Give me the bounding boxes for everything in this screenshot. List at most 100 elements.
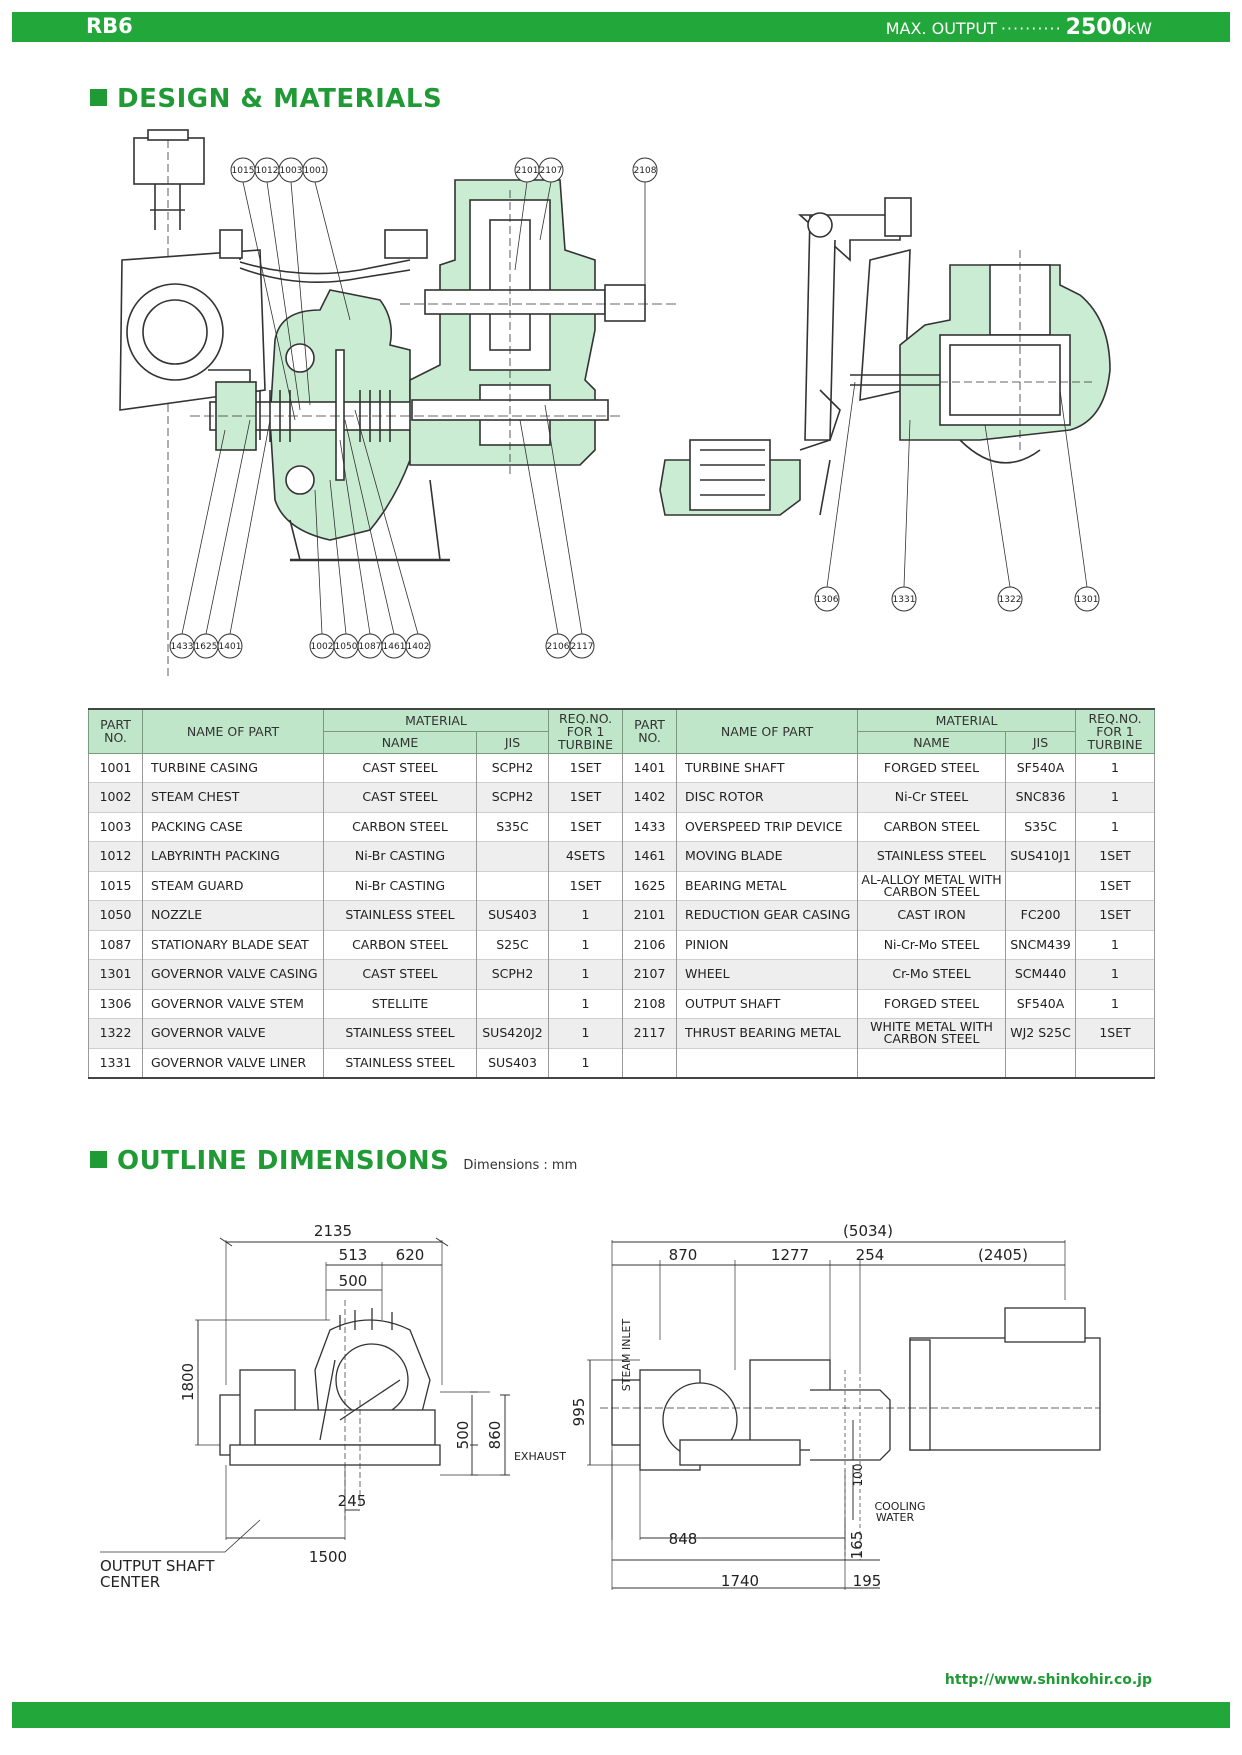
- section-design: DESIGN & MATERIALS: [90, 84, 442, 114]
- dim-848: 848: [669, 1530, 698, 1548]
- cell-name: TURBINE SHAFT: [676, 753, 859, 783]
- cell-jis: SCPH2: [475, 959, 550, 989]
- cell-jis: [1005, 1048, 1077, 1078]
- cell-no: 1003: [88, 812, 143, 842]
- cell-name: STATIONARY BLADE SEAT: [142, 930, 324, 960]
- cell-req: 1SET: [1075, 900, 1156, 930]
- cell-req: 4SETS: [548, 841, 624, 871]
- output-value: 2500: [1065, 15, 1127, 40]
- callout-label: 1461: [383, 642, 406, 652]
- cell-no: 1050: [88, 900, 143, 930]
- cell-jis: SF540A: [1005, 753, 1077, 783]
- cell-no: 1402: [622, 782, 678, 812]
- header-req: REQ.NO. FOR 1 TURBINE: [548, 708, 624, 754]
- cell-no: 2108: [622, 989, 678, 1019]
- header-part-no: PART NO.: [88, 708, 143, 754]
- cell-mat: CARBON STEEL: [323, 930, 477, 960]
- cell-mat: Ni-Cr-Mo STEEL: [857, 930, 1007, 960]
- cell-no: 1015: [88, 871, 143, 901]
- cell-name: MOVING BLADE: [676, 841, 859, 871]
- header-material: MATERIAL: [857, 708, 1077, 732]
- callout-group-top-mid: 2101 2107: [514, 157, 564, 183]
- cell-jis: S35C: [1005, 812, 1077, 842]
- cooling-water-line2: WATER: [876, 1511, 915, 1524]
- header-name-of-part: NAME OF PART: [676, 708, 859, 754]
- cell-jis: FC200: [1005, 900, 1077, 930]
- cell-no: 1001: [88, 753, 143, 783]
- exhaust-label: EXHAUST: [514, 1450, 566, 1463]
- callout-label: 2107: [540, 166, 563, 176]
- cell-name: GOVERNOR VALVE CASING: [142, 959, 324, 989]
- callout-label: 1322: [999, 595, 1022, 605]
- callout-label: 2106: [547, 642, 570, 652]
- dim-100: 100: [851, 1464, 865, 1487]
- section-design-title: DESIGN & MATERIALS: [117, 84, 443, 114]
- outline-drawing: 2135 513 620 500 1800 500 860 245 1500 E…: [100, 1222, 1101, 1591]
- dim-2405: (2405): [978, 1246, 1028, 1264]
- cell-req: 1SET: [548, 871, 624, 901]
- cell-no: 1433: [622, 812, 678, 842]
- cell-req: 1SET: [1075, 841, 1156, 871]
- footer-bar: [12, 1702, 1230, 1728]
- header-jis: JIS: [1005, 730, 1077, 754]
- callout-group-bottom-right: 2106 2117: [545, 633, 595, 659]
- cooling-water-line1: COOLING: [874, 1500, 925, 1513]
- cell-no: 1461: [622, 841, 678, 871]
- callout-label: 1001: [304, 166, 327, 176]
- callout-label: 1003: [280, 166, 303, 176]
- cell-name: GOVERNOR VALVE: [142, 1018, 324, 1048]
- cell-req: 1: [1075, 959, 1156, 989]
- cell-no: 1401: [622, 753, 678, 783]
- callout-label: 1050: [335, 642, 358, 652]
- dimensions-unit-note: Dimensions : mm: [463, 1158, 578, 1173]
- cell-jis: WJ2 S25C: [1005, 1018, 1077, 1048]
- dim-245: 245: [338, 1492, 367, 1510]
- cell-req: [1075, 1048, 1156, 1078]
- cell-jis: [1005, 871, 1077, 901]
- cell-no: [622, 1048, 678, 1078]
- website-link[interactable]: http://www.shinkohir.co.jp: [944, 1672, 1152, 1688]
- cell-mat: Ni-Br CASTING: [323, 871, 477, 901]
- cell-req: 1: [1075, 812, 1156, 842]
- section-outline-title: OUTLINE DIMENSIONS: [117, 1146, 450, 1176]
- header-material-name: NAME: [857, 730, 1007, 754]
- cell-name: STEAM CHEST: [142, 782, 324, 812]
- dim-500-height: 500: [454, 1421, 472, 1450]
- cell-req: 1SET: [548, 753, 624, 783]
- callout-label: 1306: [816, 595, 839, 605]
- cell-name: OUTPUT SHAFT: [676, 989, 859, 1019]
- cell-mat: CAST IRON: [857, 900, 1007, 930]
- cell-jis: SUS410J1: [1005, 841, 1077, 871]
- cell-req: 1: [548, 959, 624, 989]
- cell-mat: FORGED STEEL: [857, 989, 1007, 1019]
- cell-req: 1: [548, 989, 624, 1019]
- cell-req: 1: [548, 900, 624, 930]
- cell-mat: STAINLESS STEEL: [323, 1048, 477, 1078]
- cell-mat: CAST STEEL: [323, 753, 477, 783]
- cell-req: 1: [548, 1048, 624, 1078]
- section-outline: OUTLINE DIMENSIONS Dimensions : mm: [90, 1146, 577, 1176]
- cell-name: STEAM GUARD: [142, 871, 324, 901]
- callout-label: 1087: [359, 642, 382, 652]
- callout-label: 1402: [407, 642, 430, 652]
- cell-req: 1SET: [1075, 1018, 1156, 1048]
- cell-name: BEARING METAL: [676, 871, 859, 901]
- cell-name: TURBINE CASING: [142, 753, 324, 783]
- cell-jis: SNCM439: [1005, 930, 1077, 960]
- cell-no: 1331: [88, 1048, 143, 1078]
- cell-no: 1301: [88, 959, 143, 989]
- cell-no: 1306: [88, 989, 143, 1019]
- steam-inlet-label: STEAM INLET: [620, 1319, 633, 1392]
- cell-name: LABYRINTH PACKING: [142, 841, 324, 871]
- cell-req: 1: [1075, 753, 1156, 783]
- callout-label: 1301: [1076, 595, 1099, 605]
- cell-jis: [475, 989, 550, 1019]
- dim-254: 254: [856, 1246, 885, 1264]
- cell-req: 1: [1075, 782, 1156, 812]
